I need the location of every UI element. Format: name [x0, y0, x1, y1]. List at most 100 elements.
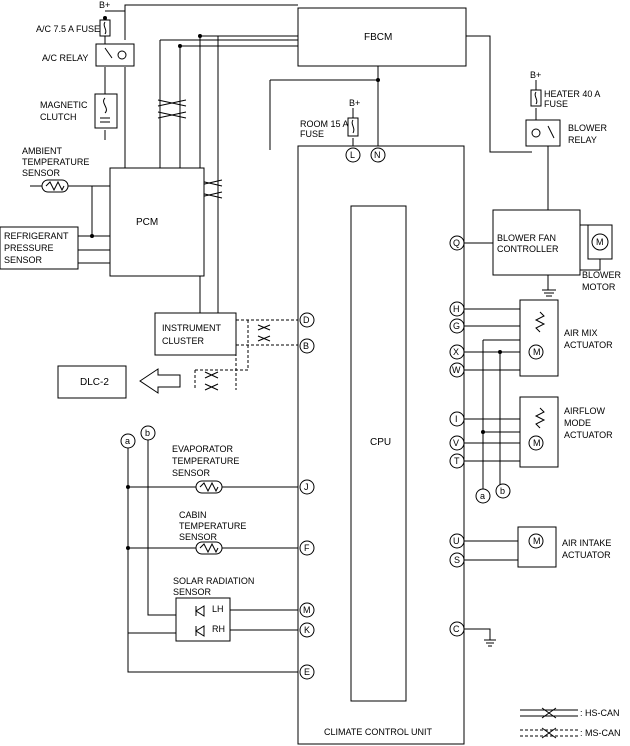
ac-relay-label: A/C RELAY — [42, 53, 88, 63]
svg-text:M: M — [303, 605, 311, 615]
heater-fuse-label-1: HEATER 40 A — [544, 89, 600, 99]
cabin-thermistor-icon — [195, 541, 223, 555]
pin-Q — [449, 235, 465, 251]
ambient-label-1: AMBIENT — [22, 146, 63, 156]
airflow-mode-actuator-box — [519, 396, 559, 468]
airflow-motor-icon — [528, 435, 544, 451]
hs-can-legend-icon — [520, 709, 578, 717]
svg-text:S: S — [454, 555, 460, 565]
instrument-cluster-label-1: INSTRUMENT — [162, 323, 221, 333]
magnetic-clutch-label-1: MAGNETIC — [40, 100, 88, 110]
svg-text:J: J — [304, 482, 309, 492]
dlc2-arrow-icon — [139, 368, 181, 394]
ambient-thermistor-icon — [41, 179, 69, 193]
b-plus-label-heater: B+ — [530, 70, 541, 80]
blower-motor-label-1: BLOWER — [582, 270, 622, 280]
airflow-pot-icon — [534, 407, 546, 429]
blower-fan-label-1: BLOWER FAN — [497, 233, 556, 243]
svg-text:V: V — [453, 438, 459, 448]
heater-fuse-label-2: FUSE — [544, 99, 568, 109]
svg-text:M: M — [533, 438, 541, 448]
pin-F — [299, 540, 315, 556]
refrigerant-label-3: SENSOR — [4, 255, 43, 265]
svg-text:G: G — [453, 321, 460, 331]
blower-fan-controller-group: BLOWER FAN CONTROLLER — [492, 209, 581, 297]
dlc2-label: DLC-2 — [80, 377, 109, 388]
magnetic-clutch-label-2: CLUTCH — [40, 112, 77, 122]
fbcm-label: FBCM — [364, 32, 392, 43]
refrigerant-sensor-group: REFRIGERANT PRESSURE SENSOR — [0, 226, 79, 270]
blower-relay-icon — [525, 119, 561, 147]
ambient-sensor-group: AMBIENT TEMPERATURE SENSOR — [22, 146, 89, 193]
heater-fuse-group: B+ HEATER 40 A FUSE — [530, 70, 600, 109]
svg-text:M: M — [533, 536, 541, 546]
pin-I — [449, 411, 465, 427]
pin-W — [449, 362, 465, 378]
airflow-label-3: ACTUATOR — [564, 430, 613, 440]
air-mix-actuator-group: M AIR MIX ACTUATOR — [519, 299, 613, 377]
svg-text:L: L — [350, 150, 355, 160]
climate-control-label: CLIMATE CONTROL UNIT — [324, 727, 433, 737]
connector-pins: L N D B Q H G X W I V T J F M K E U — [299, 147, 465, 680]
ms-can-legend-label: : MS-CAN — [580, 728, 621, 738]
cabin-label-2: TEMPERATURE — [179, 521, 246, 531]
svg-text:K: K — [304, 625, 310, 635]
pin-N — [370, 147, 386, 163]
dlc2-box — [57, 365, 127, 399]
instrument-cluster-group: INSTRUMENT CLUSTER — [154, 312, 271, 356]
airflow-label-2: MODE — [564, 418, 591, 428]
pin-C — [449, 621, 465, 637]
ac-fuse-label: A/C 7.5 A FUSE — [36, 24, 100, 34]
ambient-label-2: TEMPERATURE — [22, 157, 89, 167]
solar-rh-label: RH — [212, 624, 225, 634]
svg-text:M: M — [533, 347, 541, 357]
solar-lh-diode-icon — [195, 605, 205, 617]
refrigerant-box — [0, 226, 79, 270]
pin-G — [449, 318, 465, 334]
blower-relay-label-1: BLOWER — [568, 123, 608, 133]
instrument-cluster-box — [154, 312, 237, 356]
solar-sensor-group: SOLAR RADIATION SENSOR LH RH — [173, 576, 254, 642]
ground-icon — [542, 289, 556, 297]
blower-motor-label-2: MOTOR — [582, 282, 616, 292]
room-fuse-group: B+ ROOM 15 A FUSE — [300, 98, 360, 139]
svg-text:B: B — [303, 341, 309, 351]
airflow-label-1: AIRFLOW — [564, 406, 606, 416]
air-mix-motor-icon — [528, 344, 544, 360]
pcm-label: PCM — [136, 217, 158, 228]
pin-T — [449, 453, 465, 469]
hs-can-twist-pcm — [157, 99, 187, 119]
room-fuse-label-2: FUSE — [300, 129, 324, 139]
refrigerant-label-1: REFRIGERANT — [4, 231, 69, 241]
svg-text:b: b — [145, 428, 150, 438]
air-mix-label-1: AIR MIX — [564, 328, 598, 338]
svg-text:X: X — [453, 347, 459, 357]
svg-text:F: F — [304, 543, 310, 553]
evaporator-label-1: EVAPORATOR — [172, 444, 234, 454]
cabin-label-1: CABIN — [179, 510, 207, 520]
svg-text:a: a — [125, 436, 130, 446]
svg-text:M: M — [596, 237, 604, 247]
svg-text:N: N — [374, 150, 381, 160]
legend: : HS-CAN : MS-CAN — [520, 707, 621, 739]
room-fuse-label-1: ROOM 15 A — [300, 119, 349, 129]
junction-dots — [90, 16, 502, 550]
solar-rh-diode-icon — [195, 625, 205, 637]
pin-S — [449, 552, 465, 568]
svg-text:D: D — [303, 315, 310, 325]
svg-text:W: W — [452, 365, 461, 375]
ground-c-icon — [484, 639, 496, 647]
pin-M — [299, 602, 315, 618]
pin-J — [299, 479, 315, 495]
refrigerant-label-2: PRESSURE — [4, 243, 54, 253]
jumper-a-b-left: a b — [120, 425, 156, 449]
blower-fan-controller-box — [492, 209, 581, 276]
blower-motor-icon — [591, 233, 609, 251]
svg-text:I: I — [455, 414, 458, 424]
air-intake-motor-icon — [528, 533, 544, 549]
pin-V — [449, 435, 465, 451]
evaporator-thermistor-icon — [195, 480, 223, 494]
climate-control-unit: CPU CLIMATE CONTROL UNIT — [297, 145, 465, 745]
evaporator-label-2: TEMPERATURE — [172, 456, 239, 466]
